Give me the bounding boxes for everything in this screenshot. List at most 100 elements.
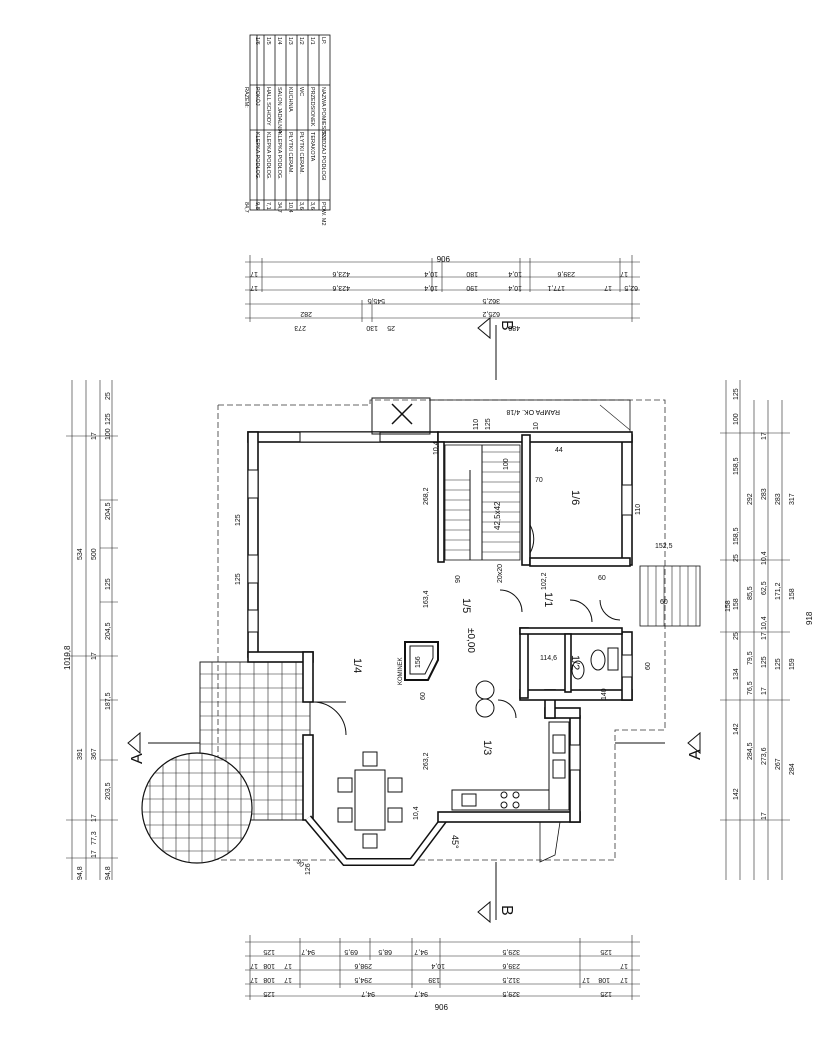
dim-interior: 163,4 [423,590,430,608]
dim-right-c3: 17 [761,687,768,695]
kitchen-counter [451,721,571,811]
right-dimensions: 125100158,5158,5251582513414214229285,57… [720,380,814,880]
angle-label: 45° [450,835,460,849]
dim-left-c1: 125 [105,413,112,425]
dim-top-r2: 17 [250,284,258,291]
dim-interior: 60 [660,599,668,606]
table-cell: 10,4 [287,202,293,213]
dim-right-c1: 158,5 [733,527,740,545]
dim-bottom-r2: 298,6 [354,962,372,969]
dim-bottom-r2: 17 [284,962,292,969]
dim-right-c1: 25 [733,554,740,562]
dim-left-c2: 17 [91,850,98,858]
dim-bottom-r3: 108 [263,976,275,983]
dim-left-c1: 187,5 [105,692,112,710]
dim-top-r5: 130 [366,324,378,331]
section-marks: B B A A [127,316,704,924]
dim-top-r5: 273 [294,324,306,331]
dim-left-c1: 204,5 [105,622,112,640]
dim-right-c2: 292 [747,493,754,505]
table-cell: WC [298,87,304,96]
dim-left-c2: 17 [91,814,98,822]
dim-top-r1: 10,4 [508,270,522,277]
dim-bottom-r1: 69,5 [344,948,358,955]
table-header: POW. M2 [320,202,326,226]
dim-top-r1: 10,4 [424,270,438,277]
dim-total: 918 [805,611,814,625]
dim-right-c1: 142 [733,723,740,735]
table-cell: KLEPKA PODŁOG. [265,132,271,180]
room-label-1-5: 1/5 [460,598,472,613]
dim-interior: 125 [485,418,492,430]
dim-interior: 10 [533,422,540,430]
table-cell: KUCHNIA [287,87,293,112]
dim-right-c3: 273,6 [761,747,768,765]
room-label-1-1: 1/1 [542,592,554,607]
table-header: LP. [320,37,326,45]
dim-interior: 152,5 [655,543,673,550]
dim-left-c3: 391 [77,748,84,760]
room-label-1-4: 1/4 [351,658,363,673]
dim-right-c3: 17 [761,812,768,820]
dim-right-c3: 10,4 [761,551,768,565]
dim-right-c1: 158 [733,598,740,610]
dim-bottom-r1: 125 [263,948,275,955]
dim-top-r1: 17 [620,270,628,277]
dim-right-c2: 76,5 [747,681,754,695]
dim-right-c3: 17 [761,432,768,440]
dim-top-r2: 17 [604,284,612,291]
table-cell: PŁYTKI CERAM. [298,132,304,174]
dim-bottom-r3: 294,5 [354,976,372,983]
dim-bottom-r1: 68,5 [378,948,392,955]
table-cell: 9,8 [254,202,260,210]
room-label-1-3: 1/3 [481,740,493,755]
fireplace-label: KOMINEK [398,657,404,685]
dim-right-c3: 17 [761,632,768,640]
dim-right-c5: 284 [789,763,796,775]
dim-total: 1019,8 [63,645,72,670]
dim-interior: 110 [473,419,480,430]
round-terrace [141,752,253,864]
table-cell: 1/5 [265,37,271,45]
dim-bottom-r4: 94,7 [361,990,375,997]
dim-interior: 125 [235,514,242,526]
dim-left-c1: 125 [105,578,112,590]
room-label-1-2: 1/2 [569,655,581,670]
dim-top-r3: 362,5 [482,297,500,304]
table-cell: PŁYTKI CERAM. [287,132,293,174]
dim-bottom-r1: 329,5 [502,948,520,955]
table-cell: 1/1 [309,37,315,45]
dim-right-c1: 134 [733,668,740,680]
dim-interior: 110 [635,504,642,515]
section-a-right: A [687,749,704,760]
table-cell: SALON JADALNIA [276,87,282,134]
dim-bottom-r4: 329,5 [502,990,520,997]
dim-right-c2: 284,5 [747,742,754,760]
dim-top-r2: 190 [466,284,478,291]
dim-interior: 125 [235,573,242,585]
dim-bottom-r3: 139 [428,976,440,983]
dim-bottom-r3: 17 [582,976,590,983]
dim-left-c3: 534 [77,548,84,560]
dim-left-c1: 25 [105,392,112,400]
dim-interior: 102,2 [541,572,548,590]
dim-top-r4: 625,2 [482,310,500,317]
dim-left-c2: 17 [91,432,98,440]
table-cell: TERAKOTA [309,132,315,162]
table-cell: KLEPKA PODŁOG. [276,132,282,180]
entry-canopy: RAMPA OK. 4/18 [371,397,631,435]
dim-top-r1: 17 [250,270,258,277]
dim-right-c5: 158 [789,588,796,600]
table-cell: RAZEM: [243,87,249,108]
dim-right-c4: 171,2 [775,582,782,600]
dim-bottom-r1: 94,7 [301,948,315,955]
dim-right-c5: 159 [789,658,796,670]
dim-bottom-r4: 125 [263,990,275,997]
table-cell: 3,6 [298,202,304,210]
stair-window-label: 42,5x42 [493,501,502,530]
dim-interior: 10,4 [413,806,420,820]
dim-interior: 10,4 [433,441,440,455]
table-cell: 1/2 [298,37,304,45]
dim-left-c1: 203,5 [105,782,112,800]
